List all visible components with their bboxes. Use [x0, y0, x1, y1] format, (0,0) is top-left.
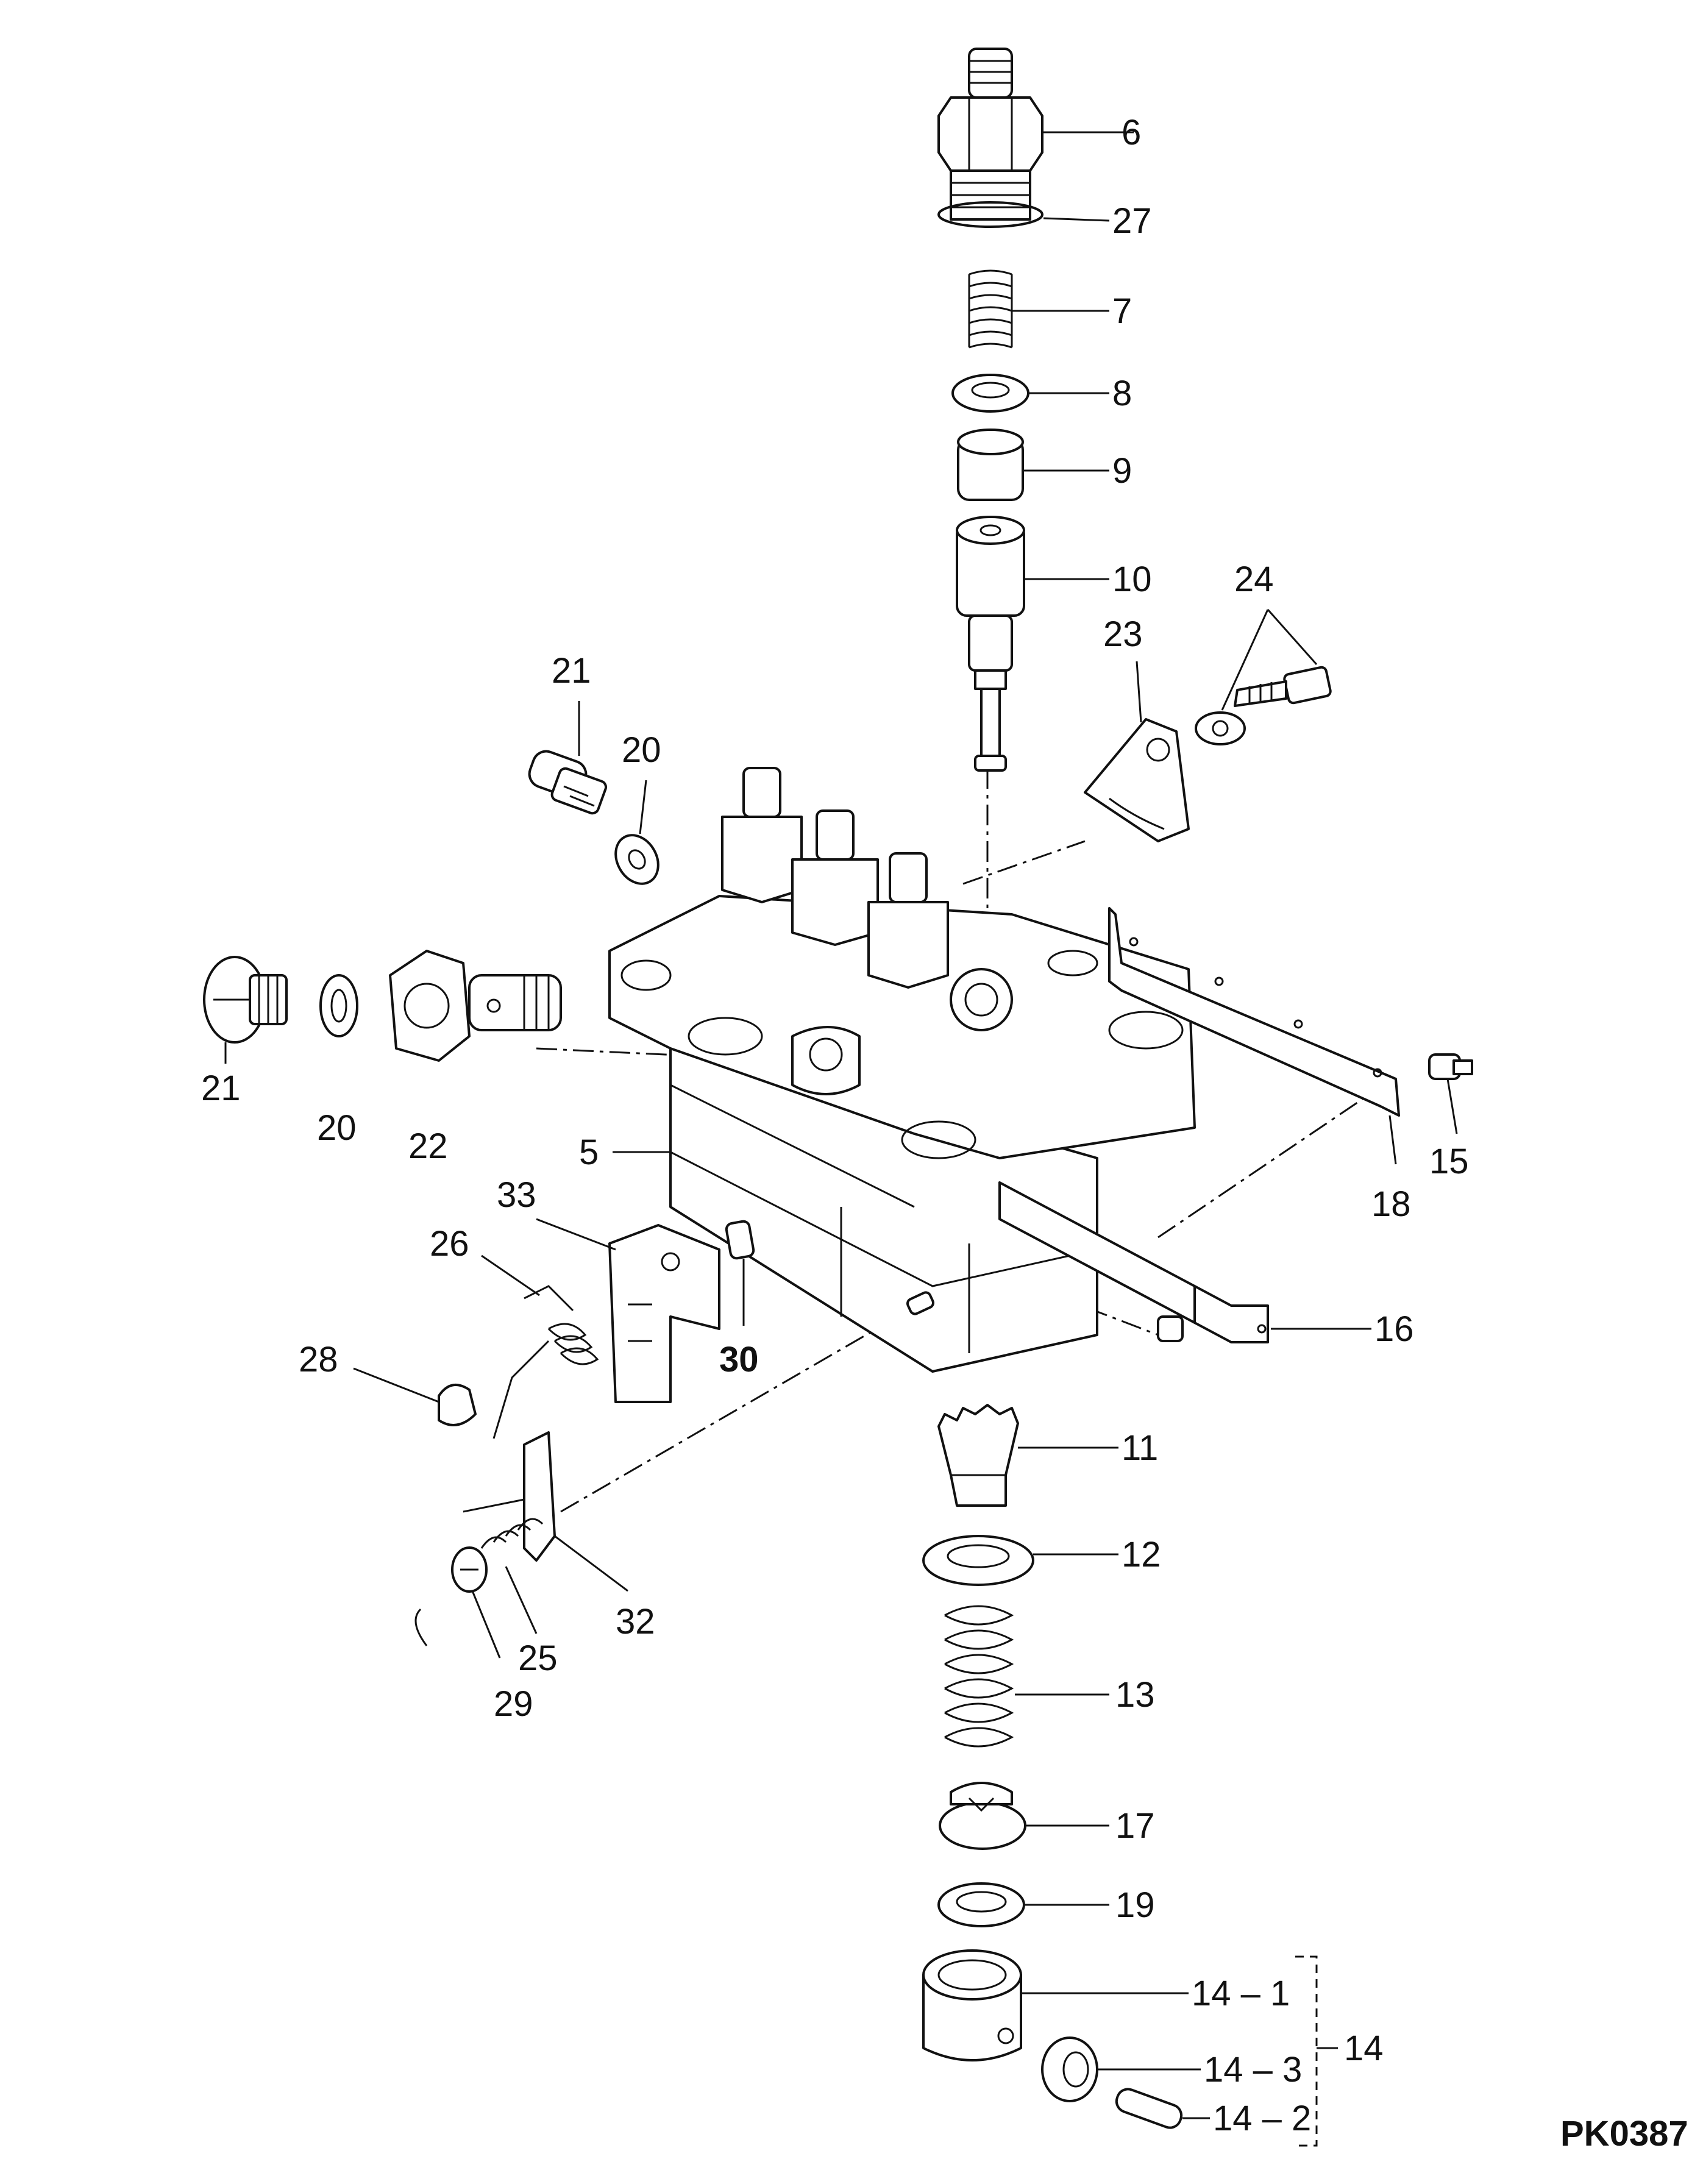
callout-labels: 6 27 7 8 9 10 24 23 21 20 21 20 22 5 15 … [201, 113, 1469, 2138]
callout-22: 22 [408, 1126, 448, 1166]
control-pinion [937, 1404, 1019, 1507]
governor-spring [492, 1285, 599, 1439]
callout-16: 16 [1374, 1309, 1414, 1349]
stopper-pin [1428, 1053, 1473, 1080]
delivery-valve [957, 429, 1024, 501]
tappet-roller [1041, 2036, 1098, 2102]
callout-20-upper: 20 [622, 730, 661, 770]
callout-30: 30 [719, 1340, 759, 1379]
callout-6: 6 [1122, 113, 1141, 152]
roller-pin [1115, 2088, 1183, 2129]
callout-21-upper: 21 [552, 651, 591, 691]
adjusting-screw [414, 1546, 488, 1646]
callout-11: 11 [1122, 1428, 1158, 1468]
callout-12: 12 [1122, 1535, 1161, 1574]
callout-33: 33 [497, 1175, 536, 1215]
plunger-spring [944, 1605, 1014, 1748]
callout-29: 29 [494, 1684, 533, 1724]
control-rack [998, 1181, 1269, 1343]
callout-17: 17 [1115, 1806, 1155, 1846]
bleeder-screw-upper [528, 750, 608, 815]
callout-20-lower: 20 [317, 1108, 357, 1148]
eye-bolt-fitting [389, 950, 562, 1062]
upper-spring-seat [922, 1535, 1034, 1586]
lower-spring-seat [939, 1782, 1026, 1850]
callout-26: 26 [430, 1224, 469, 1264]
callout-10: 10 [1112, 560, 1152, 599]
callout-18: 18 [1371, 1184, 1411, 1224]
adjusting-shim [937, 1882, 1025, 1927]
callout-14: 14 [1344, 2029, 1384, 2068]
adjusting-lever [463, 1431, 556, 1562]
callout-7: 7 [1112, 291, 1132, 331]
delivery-valve-holder [937, 48, 1043, 221]
control-plate [1084, 718, 1190, 842]
callout-13: 13 [1115, 1675, 1155, 1715]
tappet [922, 1949, 1022, 2061]
gasket-lower [319, 974, 358, 1037]
callout-27: 27 [1112, 201, 1152, 241]
callout-23: 23 [1103, 614, 1143, 654]
small-pin [725, 1220, 755, 1260]
callout-14-2: 14 – 2 [1213, 2099, 1311, 2138]
callout-9: 9 [1112, 451, 1132, 491]
drawing-code: PK0387 [1560, 2114, 1688, 2154]
delivery-valve-spring [968, 269, 1013, 349]
plunger-barrel [956, 516, 1025, 772]
callout-28: 28 [299, 1340, 338, 1379]
control-sleeve-plate [608, 1224, 720, 1403]
pump-housing [608, 895, 1196, 1373]
callout-5: 5 [579, 1133, 599, 1172]
callout-14-3: 14 – 3 [1204, 2050, 1302, 2090]
callout-19: 19 [1115, 1885, 1155, 1925]
housing-delivery-holders [721, 767, 949, 989]
valve-spring-washer [951, 374, 1029, 413]
o-ring [937, 201, 1043, 228]
callout-25: 25 [518, 1638, 558, 1678]
retaining-clip [438, 1384, 477, 1426]
adjusting-spring [480, 1518, 544, 1549]
gasket-upper [614, 834, 660, 885]
callout-24: 24 [1234, 560, 1274, 599]
leader-lines [224, 131, 1458, 2147]
callout-32: 32 [616, 1602, 655, 1642]
bleeder-screw-lower [203, 956, 288, 1044]
side-cover-gasket [1108, 907, 1400, 1117]
callout-21-lower: 21 [201, 1069, 241, 1108]
callout-14-1: 14 – 1 [1192, 1974, 1290, 2013]
fixing-bolt-and-washer [1195, 666, 1332, 745]
callout-15: 15 [1429, 1142, 1469, 1181]
housing-pin [906, 1291, 934, 1315]
callout-8: 8 [1112, 374, 1132, 413]
